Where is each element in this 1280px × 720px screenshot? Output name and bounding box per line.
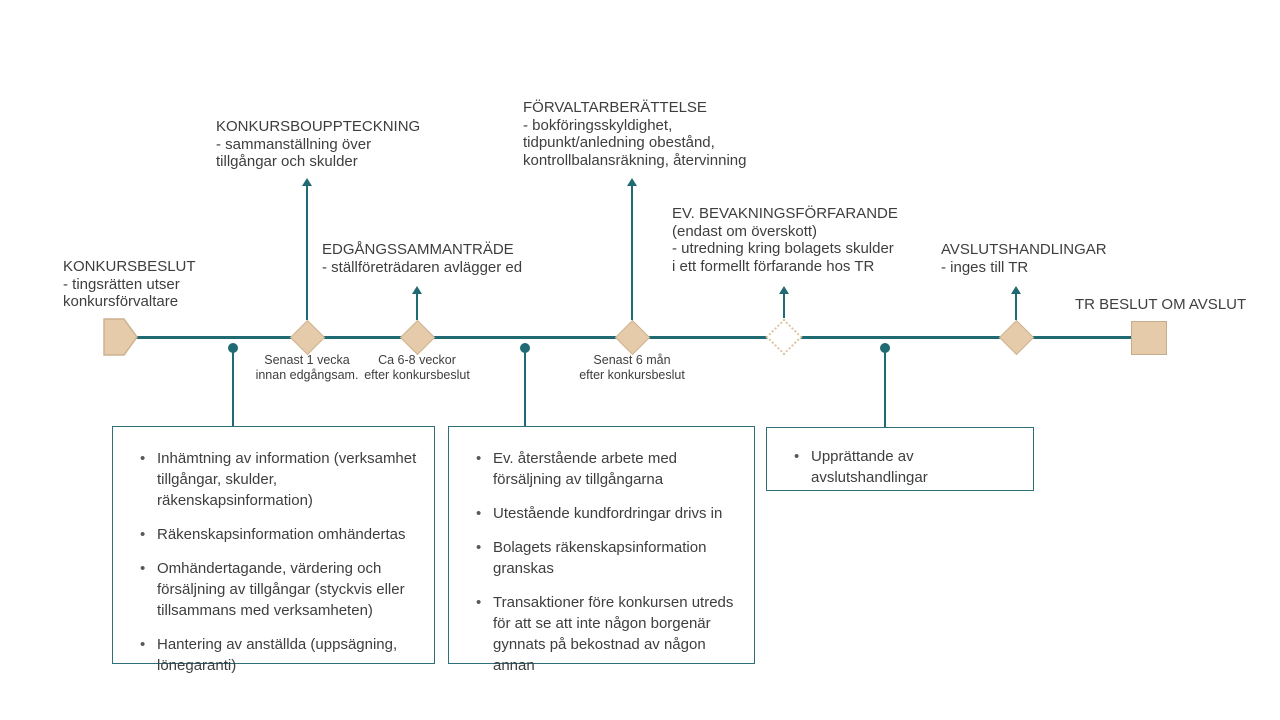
- event-title: AVSLUTSHANDLINGAR: [941, 241, 1107, 258]
- event-desc: - ställföreträdaren avlägger ed: [322, 258, 523, 276]
- arrow-line-edgangssammantrade: [416, 294, 418, 320]
- arrow-line-bevakningsforfarande: [783, 294, 785, 318]
- connector-dot-box3: [880, 343, 890, 353]
- connector-line-box2: [524, 350, 526, 426]
- milestone-diamond-konkursbouppteckning: [289, 319, 326, 356]
- timing-label-6-man: Senast 6 mån efter konkursbeslut: [579, 353, 685, 382]
- event-label-forvaltarberattelse: FÖRVALTARBERÄTTELSE - bokföringsskyldigh…: [523, 99, 788, 169]
- arrow-line-forvaltarberattelse: [631, 186, 633, 320]
- event-label-konkursbeslut: KONKURSBESLUT - tingsrätten utser konkur…: [63, 258, 258, 311]
- connector-line-box1: [232, 350, 234, 426]
- arrow-line-konkursbouppteckning: [306, 186, 308, 320]
- connector-line-box3: [884, 350, 886, 427]
- arrow-up-icon: [412, 286, 422, 294]
- timeline-end-square-marker: [1131, 321, 1167, 355]
- event-desc: - sammanställning över tillgångar och sk…: [216, 135, 372, 171]
- timing-label-6-8-veckor: Ca 6-8 veckor efter konkursbeslut: [364, 353, 470, 382]
- list-item: Ev. återstående arbete med försäljning a…: [476, 448, 742, 490]
- arrow-up-icon: [627, 178, 637, 186]
- event-label-tr-beslut-om-avslut: TR BESLUT OM AVSLUT: [1075, 296, 1250, 314]
- list-item: Transaktioner före konkursen utreds för …: [476, 592, 742, 676]
- event-title: FÖRVALTARBERÄTTELSE: [523, 99, 707, 116]
- event-title: KONKURSBOUPPTECKNING: [216, 118, 421, 135]
- list-item: Bolagets räkenskapsinformation granskas: [476, 537, 742, 579]
- workbox-list: Ev. återstående arbete med försäljning a…: [449, 427, 754, 676]
- workbox-list: Inhämtning av information (verksamhet ti…: [113, 427, 434, 676]
- event-desc: - inges till TR: [941, 258, 1029, 276]
- event-title: KONKURSBESLUT: [63, 258, 196, 275]
- list-item: Hantering av anställda (uppsägning, löne…: [140, 634, 422, 676]
- workbox-list: Upprättande av avslutshandlingar: [767, 428, 1033, 488]
- list-item: Upprättande av avslutshandlingar: [794, 446, 1021, 488]
- workbox-middle-phase: Ev. återstående arbete med försäljning a…: [448, 426, 755, 674]
- event-label-avslutshandlingar: AVSLUTSHANDLINGAR - inges till TR: [941, 241, 1151, 276]
- workbox-closing-phase: Upprättande av avslutshandlingar: [766, 427, 1034, 491]
- timeline-start-pentagon-marker: [103, 318, 138, 356]
- list-item: Omhändertagande, värdering och försäljni…: [140, 558, 422, 621]
- arrow-up-icon: [1011, 286, 1021, 294]
- milestone-diamond-avslutshandlingar: [998, 319, 1035, 356]
- event-title: EV. BEVAKNINGSFÖRFARANDE: [672, 205, 898, 222]
- event-desc: - tingsrätten utser konkursförvaltare: [63, 275, 180, 311]
- event-label-edgangssammantrade: EDGÅNGSSAMMANTRÄDE - ställföreträdaren a…: [322, 241, 572, 276]
- event-desc: - bokföringsskyldighet, tidpunkt/anledni…: [523, 116, 747, 169]
- milestone-diamond-dashed-bevakningsforfarande: [765, 318, 803, 356]
- connector-dot-box2: [520, 343, 530, 353]
- event-title: TR BESLUT OM AVSLUT: [1075, 296, 1247, 313]
- list-item: Räkenskapsinformation omhändertas: [140, 524, 422, 545]
- connector-dot-box1: [228, 343, 238, 353]
- list-item: Inhämtning av information (verksamhet ti…: [140, 448, 422, 511]
- workbox-initial-phase: Inhämtning av information (verksamhet ti…: [112, 426, 435, 674]
- list-item: Utestående kundfordringar drivs in: [476, 503, 742, 524]
- event-label-konkursbouppteckning: KONKURSBOUPPTECKNING - sammanställning ö…: [216, 118, 451, 171]
- timing-label-1-vecka: Senast 1 vecka innan edgångsam.: [255, 353, 359, 382]
- event-title: EDGÅNGSSAMMANTRÄDE: [322, 241, 514, 258]
- arrow-up-icon: [302, 178, 312, 186]
- arrow-up-icon: [779, 286, 789, 294]
- milestone-diamond-edgangssammantrade: [399, 319, 436, 356]
- event-desc: (endast om överskott) - utredning kring …: [672, 222, 894, 275]
- arrow-line-avslutshandlingar: [1015, 294, 1017, 320]
- milestone-diamond-forvaltarberattelse: [614, 319, 651, 356]
- event-label-bevakningsforfarande: EV. BEVAKNINGSFÖRFARANDE (endast om över…: [672, 205, 927, 275]
